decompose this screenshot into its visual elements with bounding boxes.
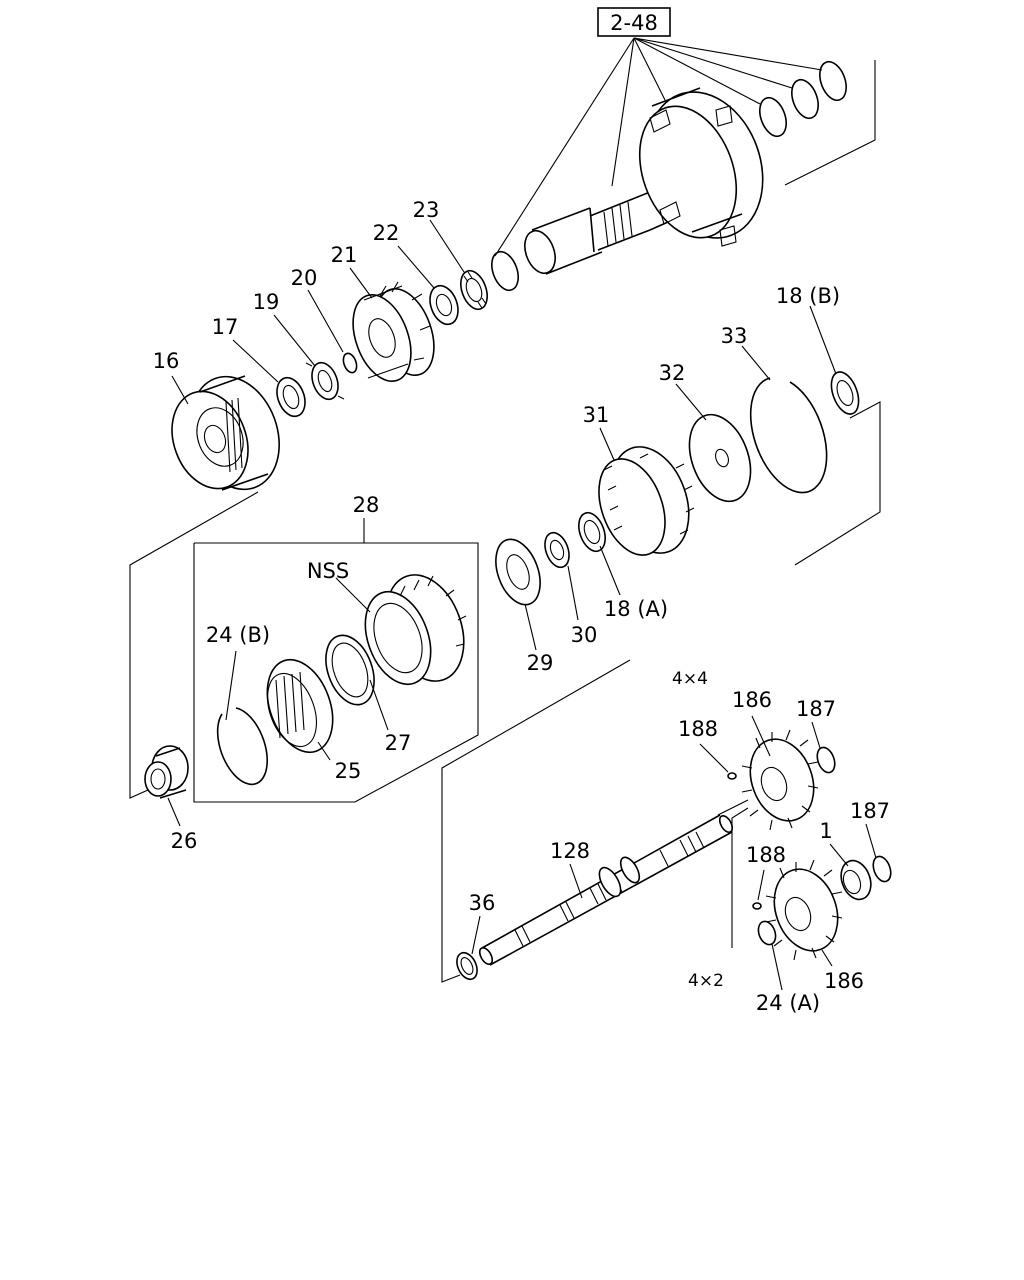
part-24b-snap-ring[interactable] xyxy=(216,707,269,786)
callout-31: 31 xyxy=(583,403,610,427)
part-187-snap-ring-4x2[interactable] xyxy=(870,854,894,884)
part-187-snap-ring-4x4[interactable] xyxy=(814,745,838,775)
callout-188-upper: 188 xyxy=(678,717,718,741)
callout-29: 29 xyxy=(527,651,554,675)
callout-25: 25 xyxy=(335,759,362,783)
callout-30: 30 xyxy=(571,623,598,647)
part-30-washer[interactable] xyxy=(541,529,574,570)
callout-18a: 18 (A) xyxy=(604,597,668,621)
lower-right-bracket xyxy=(731,807,749,948)
part-188-key-4x4[interactable] xyxy=(727,772,737,780)
part-18a-needle-bearing[interactable] xyxy=(574,509,610,555)
part-31-ring-gear[interactable] xyxy=(587,436,703,564)
callout-23: 23 xyxy=(413,198,440,222)
callout-36: 36 xyxy=(469,891,496,915)
part-20-snap-ring[interactable] xyxy=(341,352,359,375)
part-32-flange[interactable] xyxy=(678,406,761,510)
left-bracket xyxy=(129,491,259,799)
callout-18b: 18 (B) xyxy=(776,284,840,308)
callout-16: 16 xyxy=(153,349,180,373)
callout-26: 26 xyxy=(171,829,198,853)
callout-leaders xyxy=(167,219,877,991)
upper-ring-gear-drum[interactable] xyxy=(622,76,782,255)
part-186-drive-sprocket-4x2[interactable] xyxy=(763,859,848,961)
part-19-tabbed-washer[interactable] xyxy=(305,359,345,403)
upper-bracket xyxy=(784,60,881,566)
reference-box[interactable]: 2-48 xyxy=(597,7,671,37)
part-186-drive-sprocket-4x4[interactable] xyxy=(717,729,825,831)
part-22-thrust-washer[interactable] xyxy=(425,282,463,328)
part-nss-carrier[interactable] xyxy=(353,564,477,693)
callout-186-upper: 186 xyxy=(732,688,772,712)
callout-128: 128 xyxy=(550,839,590,863)
callout-nss: NSS xyxy=(307,559,349,583)
callout-20: 20 xyxy=(291,266,318,290)
part-1-bushing[interactable] xyxy=(836,856,876,903)
label-4x4: 4×4 xyxy=(672,669,708,689)
callout-24a: 24 (A) xyxy=(756,991,820,1015)
callout-19: 19 xyxy=(253,290,280,314)
part-21-planetary-carrier[interactable] xyxy=(342,281,445,389)
lower-bracket xyxy=(441,659,631,983)
part-24a-snap-ring[interactable] xyxy=(755,919,778,947)
callout-24b: 24 (B) xyxy=(206,623,270,647)
upper-snap-ring[interactable] xyxy=(487,248,523,294)
part-36-o-ring[interactable] xyxy=(453,950,481,983)
part-28-kit-box xyxy=(193,542,479,803)
callout-22: 22 xyxy=(373,221,400,245)
part-188-key-4x2[interactable] xyxy=(752,902,762,910)
callout-27: 27 xyxy=(385,731,412,755)
callout-17: 17 xyxy=(212,315,239,339)
upper-snap-rings[interactable] xyxy=(755,58,851,140)
part-25-needle-cage[interactable] xyxy=(255,651,344,762)
label-4x2: 4×2 xyxy=(688,971,724,991)
callout-1: 1 xyxy=(819,819,832,843)
part-17-thrust-washer[interactable] xyxy=(272,374,310,420)
callout-32: 32 xyxy=(659,361,686,385)
part-23-needle-bearing[interactable] xyxy=(456,267,492,313)
callout-28: 28 xyxy=(353,493,380,517)
part-26-bushing[interactable] xyxy=(144,745,189,799)
callout-187-lower: 187 xyxy=(850,799,890,823)
callout-33: 33 xyxy=(721,324,748,348)
reference-leader-lines xyxy=(494,37,823,257)
part-128-main-shaft[interactable] xyxy=(477,814,735,967)
callout-186-lower: 186 xyxy=(824,969,864,993)
part-16-clutch-drum[interactable] xyxy=(159,364,294,502)
part-29-lock-plate[interactable] xyxy=(488,533,549,611)
callout-187-upper: 187 xyxy=(796,697,836,721)
upper-output-shaft[interactable] xyxy=(519,187,669,277)
callout-labels: 16 17 19 20 21 22 23 18 (B) 33 32 31 30 … xyxy=(153,198,890,1015)
part-18b-needle-bearing[interactable] xyxy=(826,368,864,418)
reference-box-label: 2-48 xyxy=(610,11,658,35)
callout-188-lower: 188 xyxy=(746,843,786,867)
part-27-split-washer[interactable] xyxy=(317,629,383,712)
callout-21: 21 xyxy=(331,243,358,267)
part-33-snap-ring[interactable] xyxy=(749,377,828,494)
